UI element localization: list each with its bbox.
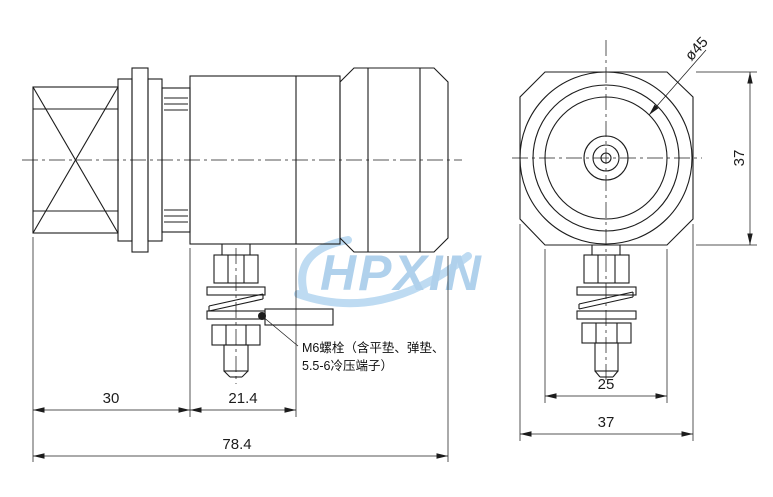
end-view (512, 40, 702, 384)
concentric-circles (519, 71, 693, 245)
hex-face-outline (519, 71, 694, 246)
dim-30-text: 30 (103, 390, 120, 407)
dim-78-4-text: 78.4 (222, 436, 251, 453)
dim-37-bottom-text: 37 (598, 414, 615, 431)
coupling-nut (339, 67, 449, 253)
end-dimensions: ø45 37 25 37 (519, 34, 757, 441)
dim-30: 30 (33, 390, 190, 413)
side-view: M6螺栓（含平垫、弹垫、 5.5-6冷压端子） (22, 67, 462, 384)
terminal-lug (258, 308, 334, 347)
dim-37-right-text: 37 (731, 150, 748, 167)
side-dimensions: 30 21.4 78.4 (32, 237, 449, 462)
watermark-swoosh (294, 252, 472, 308)
watermark-ring (298, 236, 352, 297)
dim-25-text: 25 (598, 376, 615, 393)
dim-78-4: 78.4 (33, 436, 448, 459)
bolt-note-line2: 5.5-6冷压端子） (302, 359, 393, 373)
dim-21-4-text: 21.4 (228, 390, 257, 407)
dim-dia45-text: ø45 (682, 34, 712, 65)
grounding-bolt-end (576, 245, 637, 378)
dim-37-right: 37 (696, 71, 757, 246)
leader-line (261, 315, 299, 347)
dim-dia45: ø45 (648, 34, 712, 116)
dim-37-bottom: 37 (519, 224, 694, 441)
watermark-logo: HPXIN (294, 236, 483, 308)
dim-21-4: 21.4 (190, 390, 296, 413)
bolt-note-line1: M6螺栓（含平垫、弹垫、 (302, 340, 444, 355)
watermark-text: HPXIN (320, 245, 483, 301)
dim-25: 25 (544, 249, 668, 403)
grounding-bolt-side (206, 244, 266, 384)
